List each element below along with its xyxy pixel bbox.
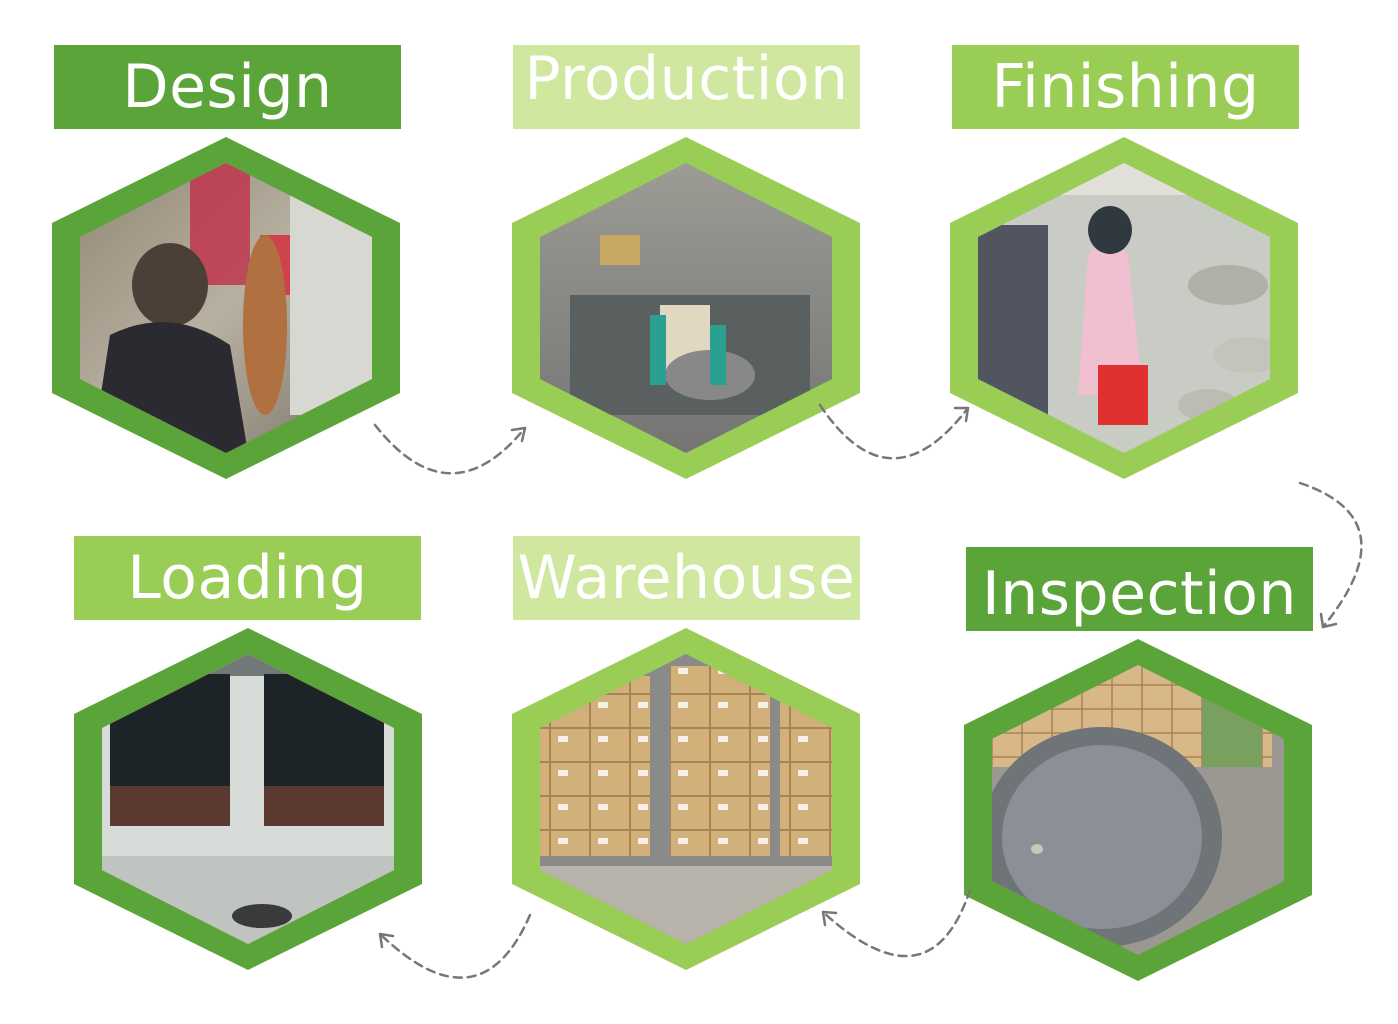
step-label-design: Design xyxy=(54,45,401,129)
arrowhead-production xyxy=(510,426,527,443)
arrowhead-finishing xyxy=(953,406,970,423)
arrowhead-loading xyxy=(378,932,395,949)
arrow-production-to-finishing xyxy=(818,403,970,460)
hexagon-photo-production xyxy=(510,135,862,481)
hexagon-photo-design xyxy=(50,135,402,481)
hexagon-photo-finishing xyxy=(948,135,1300,481)
step-label-production: Production xyxy=(513,45,860,129)
arrowhead-inspection xyxy=(1319,612,1338,629)
arrow-inspection-to-warehouse xyxy=(821,888,972,958)
arrow-warehouse-to-loading xyxy=(378,913,532,979)
hexagon-photo-inspection xyxy=(962,637,1314,983)
step-label-warehouse: Warehouse xyxy=(513,536,860,620)
step-label-inspection: Inspection xyxy=(966,547,1313,631)
step-label-loading: Loading xyxy=(74,536,421,620)
hexagon-photo-warehouse xyxy=(510,626,862,972)
arrow-finishing-to-inspection xyxy=(1298,481,1363,629)
arrow-design-to-production xyxy=(373,423,527,475)
hexagon-photo-loading xyxy=(72,626,424,972)
step-label-finishing: Finishing xyxy=(952,45,1299,129)
arrowhead-warehouse xyxy=(821,910,838,927)
